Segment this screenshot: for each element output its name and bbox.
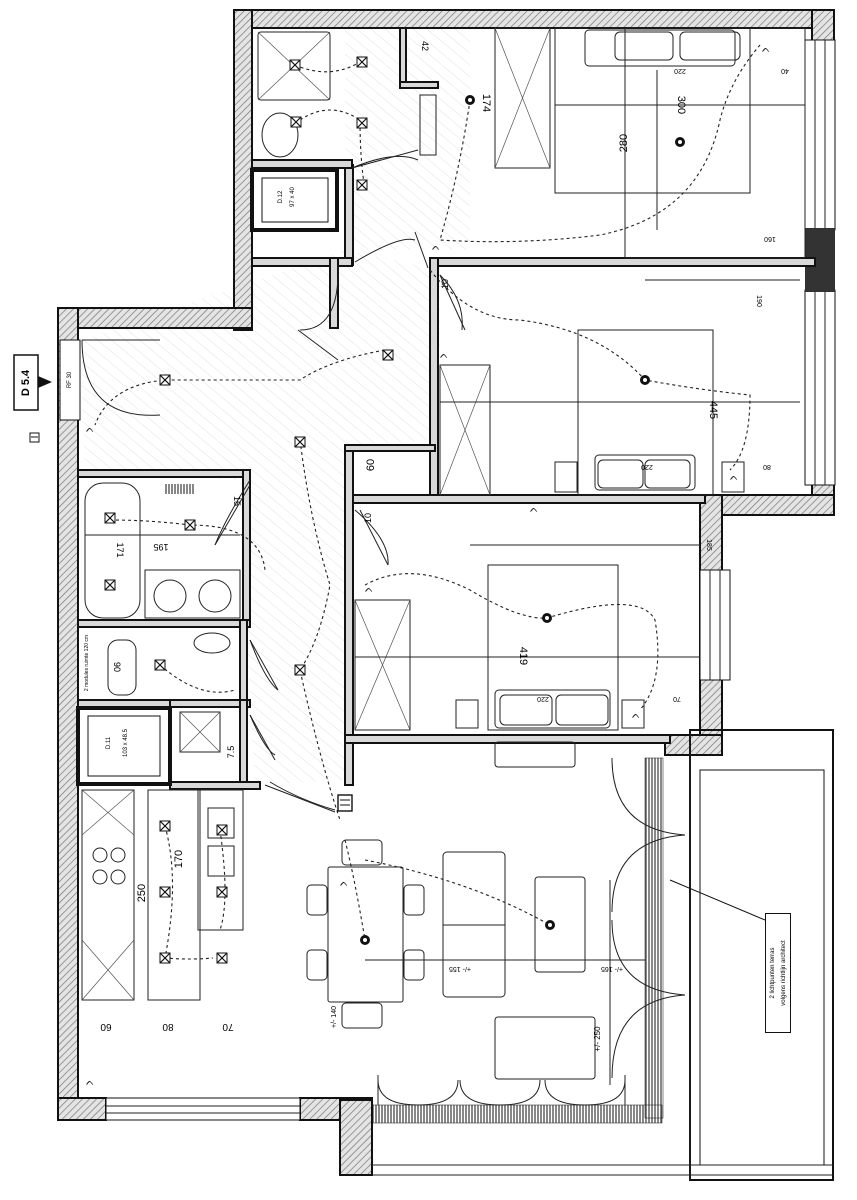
svg-text:ᨈ: ᨈ [340, 878, 349, 889]
wall-switches: ᨈ ᨈ ᨈ ᨈ ᨈ ᨈ ᨈ ᨈ ᨈ ᨈ [86, 44, 771, 1088]
terrace [371, 729, 834, 1181]
recessed-lights [104, 56, 394, 964]
top-bathroom-fixtures [257, 31, 437, 158]
hallway-floor [82, 20, 470, 785]
svg-text:ᨈ: ᨈ [730, 472, 739, 483]
svg-text:ᨈ: ᨈ [440, 350, 449, 361]
bedroom2-furniture [439, 279, 800, 496]
svg-text:ᨈ: ᨈ [86, 1077, 95, 1088]
svg-text:ᨈ: ᨈ [530, 504, 539, 515]
ceiling-lights [360, 95, 685, 945]
interior-doors [81, 149, 466, 813]
unit-tag [13, 354, 52, 411]
entrance-door [59, 339, 81, 421]
interior-walls [77, 27, 816, 790]
living-doors [377, 757, 686, 1106]
bathtub-room-fixtures [84, 482, 241, 619]
svg-text:ᨈ: ᨈ [632, 710, 641, 721]
living-furniture [306, 741, 645, 1085]
windows-right [699, 39, 836, 681]
meter-icon [337, 794, 353, 812]
bedroom3-furniture [354, 544, 700, 731]
shaft-top [250, 168, 339, 232]
svg-text:ᨈ: ᨈ [432, 242, 441, 253]
electrical-panel-icon [29, 432, 40, 443]
svg-text:ᨈ: ᨈ [365, 584, 374, 595]
bedroom1-furniture [494, 27, 806, 259]
window-bottom [105, 1097, 301, 1121]
wc-fixtures [107, 632, 231, 753]
shaft-kitchen [76, 706, 172, 786]
svg-text:ᨈ: ᨈ [86, 424, 95, 435]
svg-text:ᨈ: ᨈ [762, 44, 771, 55]
